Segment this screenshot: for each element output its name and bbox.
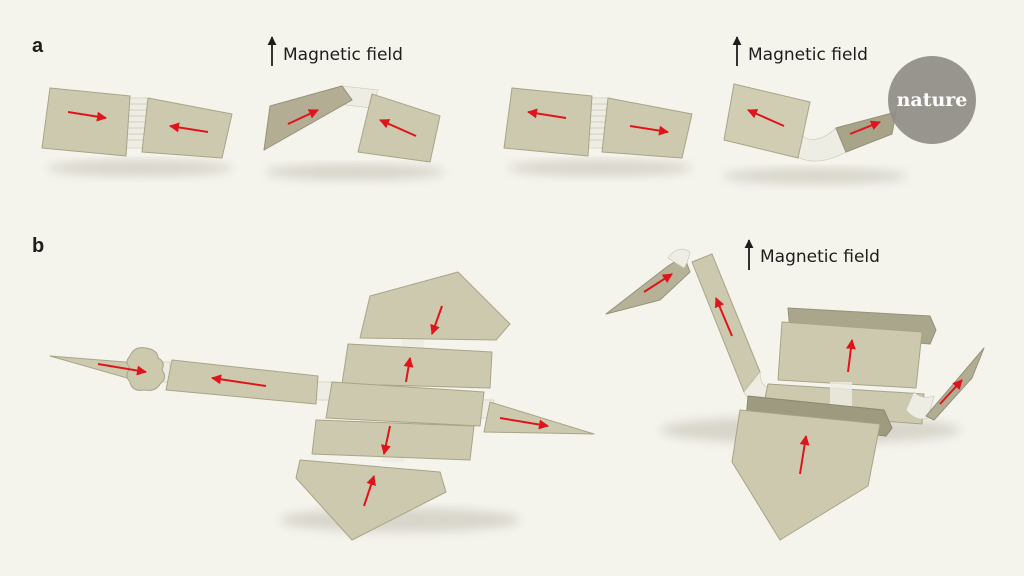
crane-wing-tip-panel <box>483 401 595 435</box>
magnetic-field-label: Magnetic field <box>760 247 880 267</box>
nature-logo: nature <box>888 56 976 144</box>
crane-top-panel <box>359 271 511 341</box>
magnetization-arrow <box>430 305 443 335</box>
magnetization-arrow <box>849 120 881 135</box>
crane-head-panel <box>605 255 691 315</box>
magnetization-arrow <box>97 363 147 376</box>
magnetization-arrow <box>747 109 785 127</box>
magnetic-panel <box>503 87 593 157</box>
crane-wing-tip-panel <box>925 347 985 421</box>
magnetization-arrow <box>799 435 810 475</box>
magnetization-arrow <box>211 374 267 387</box>
crane-bottom-panel <box>731 409 881 541</box>
nature-logo-text: nature <box>897 89 968 111</box>
magnetization-arrow <box>403 357 414 383</box>
crane-bottom-panel <box>295 459 447 541</box>
magnetic-panel <box>41 87 131 157</box>
magnetization-arrow <box>643 273 673 293</box>
crane-body-panel <box>311 419 475 461</box>
magnetic-panel <box>835 111 897 153</box>
magnetization-arrow <box>714 297 733 337</box>
magnetization-arrow <box>67 111 107 122</box>
magnetization-arrow <box>363 475 376 507</box>
magnetization-arrow <box>939 379 963 405</box>
magnetization-arrow <box>845 339 856 373</box>
folded-crane <box>605 248 985 541</box>
magnetization-arrow <box>169 122 209 133</box>
magnetization-arrow <box>527 108 567 119</box>
flat-panel-pair-inward <box>41 87 233 176</box>
flat-crane-pattern <box>49 271 595 541</box>
magnetization-arrow <box>379 119 417 137</box>
magnetization-arrow <box>629 125 669 136</box>
magnetic-field-label: Magnetic field <box>283 45 403 65</box>
magnetic-field-label: Magnetic field <box>748 45 868 65</box>
magnetic-panel <box>723 83 811 159</box>
magnetization-arrow <box>380 425 391 455</box>
magnetization-arrow <box>499 417 549 430</box>
magnetization-arrow <box>287 109 319 125</box>
crane-body-panel <box>341 343 493 389</box>
panel-label-a: a <box>32 35 44 57</box>
crane-body-panel <box>325 381 485 427</box>
magnetic-panel <box>263 85 353 151</box>
panel-label-b: b <box>32 235 44 257</box>
folded-panel-pair-mountain <box>723 83 907 184</box>
folded-panel-pair-valley <box>263 85 445 180</box>
flat-panel-pair-outward <box>503 87 693 176</box>
